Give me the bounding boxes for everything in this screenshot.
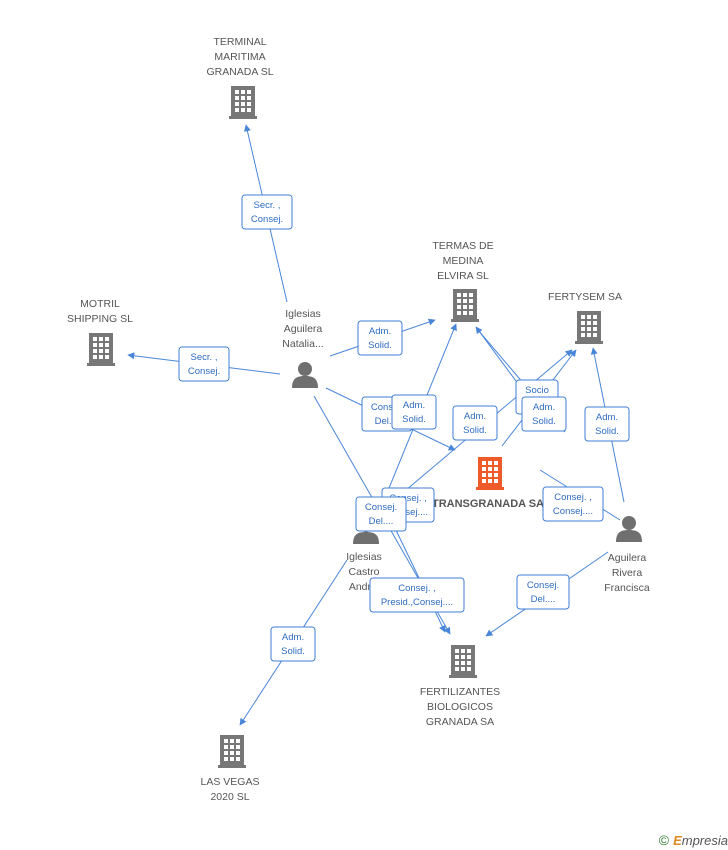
edge-label-e5[interactable]: Adm. Solid. [391, 394, 437, 430]
node-label: ELVIRA SL [437, 270, 489, 282]
edge-label-line: Consej. , [398, 583, 436, 594]
edge-label-line: Solid. [402, 414, 426, 425]
edge-label-e11[interactable]: Consej. , Consej.... [542, 486, 604, 522]
edge-label-line: Adm. [369, 326, 391, 337]
brand-name: mpresia [681, 833, 728, 848]
edge-label-line: Adm. [282, 632, 304, 643]
node-label: Francisca [604, 582, 650, 594]
edge-label-e14[interactable]: Consej. Del.... [516, 574, 570, 610]
node-label: BIOLOGICOS [427, 701, 493, 713]
node-label: TRANSGRANADA SA [432, 498, 544, 510]
edge-label-line: Consej. , [554, 492, 592, 503]
company-node-fertysem[interactable]: FERTYSEM SA [548, 291, 622, 344]
building-icon [476, 457, 504, 490]
company-node-termas[interactable]: TERMAS DE MEDINA ELVIRA SL [432, 240, 494, 322]
edge-label-e13[interactable]: Consej. , Presid.,Consej.... [369, 577, 465, 613]
edge-label-line: Solid. [368, 340, 392, 351]
node-label: MEDINA [443, 255, 484, 267]
building-icon [575, 311, 603, 344]
node-label: Natalia... [282, 338, 323, 350]
node-label: FERTYSEM SA [548, 291, 622, 303]
edge-label-line: Adm. [403, 400, 425, 411]
company-node-transgranada[interactable]: TRANSGRANADA SA [432, 457, 544, 510]
building-icon [449, 645, 477, 678]
node-label: GRANADA SA [426, 716, 494, 728]
edge-label-line: Adm. [533, 402, 555, 413]
building-icon [218, 735, 246, 768]
node-label: Iglesias [285, 308, 321, 320]
node-label: TERMINAL [213, 36, 266, 48]
edge-label-line: Presid.,Consej.... [381, 597, 453, 608]
building-icon [87, 333, 115, 366]
node-label: Iglesias [346, 551, 382, 563]
edge-label-line: Consej. [527, 580, 559, 591]
node-label: SHIPPING SL [67, 313, 133, 325]
node-label: 2020 SL [210, 791, 249, 803]
node-label: Aguilera [284, 323, 323, 335]
edge-label-e2[interactable]: Secr. , Consej. [178, 346, 230, 382]
node-label: Castro [349, 566, 380, 578]
edge-labels: Secr. , Consej. Secr. , Consej. Adm. Sol… [178, 194, 630, 662]
edge-label-line: Secr. , [191, 352, 218, 363]
edge-label-e9[interactable]: Adm. Solid. [584, 406, 630, 442]
building-icon [451, 289, 479, 322]
edge-label-line: Adm. [464, 411, 486, 422]
edge-label-e1[interactable]: Secr. , Consej. [241, 194, 293, 230]
company-node-motril[interactable]: MOTRIL SHIPPING SL [67, 298, 133, 366]
person-node-andres[interactable]: Iglesias Castro Andr... [346, 518, 382, 593]
edge-label-line: Consej. , [389, 493, 427, 504]
edge-label-line: Solid. [595, 426, 619, 437]
edge-label-e6[interactable]: Adm. Solid. [452, 405, 498, 441]
node-label: MARITIMA [214, 51, 265, 63]
edge-label-e12[interactable]: Consej. Del.... [355, 496, 407, 532]
edge-label-line: Solid. [463, 425, 487, 436]
edge-label-e8[interactable]: Adm. Solid. [521, 396, 567, 432]
node-label: MOTRIL [80, 298, 120, 310]
edge-label-line: Secr. , [254, 200, 281, 211]
company-node-terminal[interactable]: TERMINAL MARITIMA GRANADA SL [206, 36, 274, 119]
building-icon [229, 86, 257, 119]
edge-label-line: Del.... [369, 516, 394, 527]
person-icon [292, 362, 318, 388]
node-label: LAS VEGAS [201, 776, 260, 788]
company-node-fertilizantes[interactable]: FERTILIZANTES BIOLOGICOS GRANADA SA [420, 645, 500, 728]
person-node-natalia[interactable]: Iglesias Aguilera Natalia... [282, 308, 324, 388]
edge-label-line: Consej. [371, 402, 403, 413]
edge-label-line: Consej. [188, 366, 220, 377]
edge-label-line: Consej.... [388, 507, 428, 518]
node-label: GRANADA SL [206, 66, 273, 78]
edge-label-e3[interactable]: Adm. Solid. [357, 320, 403, 356]
footer-brand: ©Empresia [659, 832, 728, 848]
node-label: Aguilera [608, 552, 647, 564]
brand-initial: E [673, 833, 682, 848]
node-label: FERTILIZANTES [420, 686, 500, 698]
edge-label-line: Consej. [251, 214, 283, 225]
copyright-icon: © [658, 832, 670, 848]
edge-label-line: Consej. [365, 502, 397, 513]
edge-label-line: Socio [525, 385, 549, 396]
edge-label-line: Del.... [531, 594, 556, 605]
edge-label-line: Solid. [281, 646, 305, 657]
edge-label-e15[interactable]: Adm. Solid. [270, 626, 316, 662]
edge-label-line: Consej.... [553, 506, 593, 517]
node-label: Rivera [612, 567, 643, 579]
person-node-francisca[interactable]: Aguilera Rivera Francisca [604, 516, 650, 594]
company-node-lasvegas[interactable]: LAS VEGAS 2020 SL [201, 735, 260, 803]
node-label: TERMAS DE [432, 240, 493, 252]
edge-label-line: Solid. [532, 416, 556, 427]
edge-label-line: Del.... [375, 416, 400, 427]
edge-label-line: Adm. [596, 412, 618, 423]
